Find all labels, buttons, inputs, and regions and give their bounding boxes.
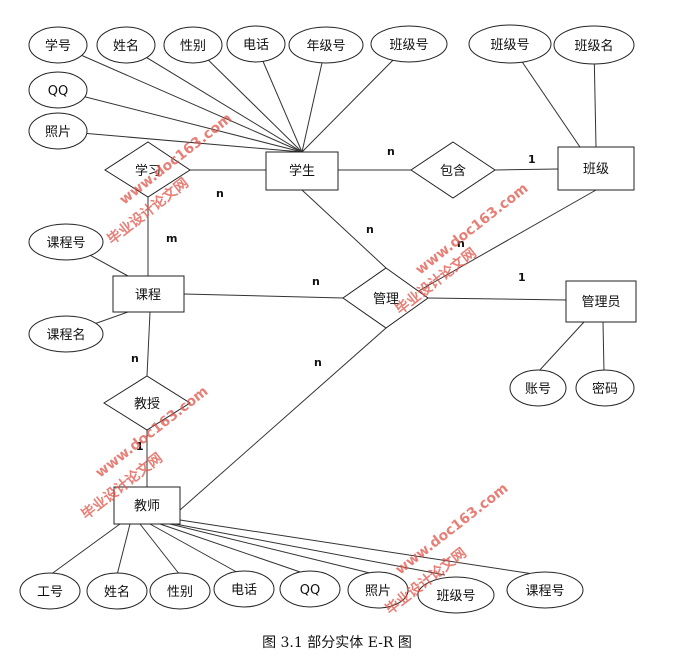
attribute-class-name: 班级名 (553, 25, 635, 65)
cardinality-teacher-manage: n (314, 356, 322, 369)
attribute-teacher-class-id-label: 班级号 (436, 589, 475, 604)
entity-admin: 管理员 (565, 280, 637, 323)
attribute-teacher-phone-label: 电话 (231, 583, 257, 598)
admin-attributes: 账号 密码 (509, 369, 635, 407)
attribute-course-name: 课程名 (28, 315, 104, 353)
attribute-teacher-id: 工号 (19, 572, 81, 610)
entity-course-label: 课程 (135, 288, 161, 303)
attribute-teacher-gender: 性别 (149, 572, 211, 610)
attribute-student-id-label: 学号 (45, 38, 71, 54)
attribute-teacher-class-id: 班级号 (417, 576, 495, 614)
relationship-manage: 管理 (342, 267, 429, 329)
attribute-student-class-id-label: 班级号 (389, 38, 428, 53)
cardinality-class-manage: n (457, 237, 465, 250)
attribute-teacher-photo: 照片 (347, 571, 409, 609)
attribute-student-photo: 照片 (28, 112, 88, 150)
student-attributes: 学号 姓名 性别 电话 年级号 班级号 QQ 照片 (28, 25, 448, 150)
attribute-teacher-gender-label: 性别 (167, 585, 193, 600)
entity-course: 课程 (112, 275, 185, 313)
cardinality-student-contain: n (387, 145, 395, 158)
attribute-course-name-label: 课程名 (46, 327, 85, 343)
relationship-teach: 教授 (103, 375, 191, 431)
attribute-student-name-label: 姓名 (113, 38, 139, 54)
cardinality-course-teach: n (131, 352, 139, 365)
attribute-admin-password: 密码 (575, 369, 635, 407)
cardinality-admin-manage: 1 (518, 271, 526, 284)
attribute-teacher-name-label: 姓名 (104, 584, 130, 600)
attribute-class-id-label: 班级号 (490, 38, 529, 53)
attribute-student-grade-label: 年级号 (306, 39, 345, 54)
attribute-teacher-id-label: 工号 (37, 585, 63, 600)
cardinality-labels: n 1 n m n n n 1 n n 1 (131, 145, 536, 453)
relationship-study: 学习 (104, 141, 191, 198)
attribute-teacher-phone: 电话 (213, 570, 275, 608)
attribute-student-phone-label: 电话 (243, 38, 269, 53)
attribute-student-grade: 年级号 (288, 26, 364, 64)
attribute-teacher-name: 姓名 (86, 572, 148, 610)
cardinality-study-course: m (166, 232, 177, 245)
entity-admin-label: 管理员 (581, 295, 620, 310)
figure-caption: 图 3.1 部分实体 E-R 图 (262, 635, 412, 651)
entity-teacher-label: 教师 (134, 498, 160, 514)
attribute-teacher-course-id: 课程号 (506, 571, 584, 609)
cardinality-contain-class: 1 (528, 153, 536, 166)
attribute-student-qq-label: QQ (48, 84, 68, 99)
attribute-student-phone: 电话 (226, 25, 286, 63)
attribute-student-id: 学号 (28, 26, 88, 64)
attribute-admin-account-label: 账号 (525, 382, 551, 397)
cardinality-study-student: n (216, 187, 224, 200)
class-attributes: 班级号 班级名 (468, 24, 635, 65)
attribute-admin-password-label: 密码 (592, 381, 618, 397)
attribute-course-id-label: 课程号 (46, 236, 85, 251)
attribute-teacher-photo-label: 照片 (365, 584, 391, 599)
attribute-student-gender: 性别 (163, 26, 223, 64)
relationship-contain: 包含 (410, 141, 496, 199)
attribute-class-name-label: 班级名 (574, 38, 613, 54)
attribute-teacher-course-id-label: 课程号 (525, 584, 564, 599)
attribute-teacher-qq: QQ (279, 570, 341, 608)
attribute-course-id: 课程号 (28, 223, 104, 261)
entity-class: 班级 (557, 146, 635, 191)
teacher-attributes: 工号 姓名 性别 电话 QQ 照片 班级号 课程号 (19, 570, 584, 614)
attribute-teacher-qq-label: QQ (300, 583, 320, 598)
attribute-student-photo-label: 照片 (45, 125, 71, 140)
attribute-admin-account: 账号 (509, 369, 567, 407)
entity-class-label: 班级 (583, 162, 609, 177)
relationship-manage-label: 管理 (373, 292, 399, 307)
course-attributes: 课程号 课程名 (28, 223, 104, 353)
attribute-class-id: 班级号 (468, 24, 552, 64)
attribute-student-qq: QQ (28, 71, 88, 109)
entity-student-label: 学生 (289, 163, 315, 179)
entity-teacher: 教师 (113, 486, 181, 525)
attribute-student-name: 姓名 (96, 26, 156, 64)
cardinality-student-manage: n (366, 223, 374, 236)
entity-student: 学生 (265, 151, 339, 191)
cardinality-teach-teacher: 1 (136, 440, 144, 453)
cardinality-course-manage: n (312, 275, 320, 288)
relationship-contain-label: 包含 (440, 163, 466, 179)
relationship-teach-label: 教授 (134, 396, 160, 412)
attribute-student-gender-label: 性别 (180, 39, 206, 54)
relationship-study-label: 学习 (135, 163, 161, 179)
attribute-student-class-id: 班级号 (370, 25, 448, 63)
